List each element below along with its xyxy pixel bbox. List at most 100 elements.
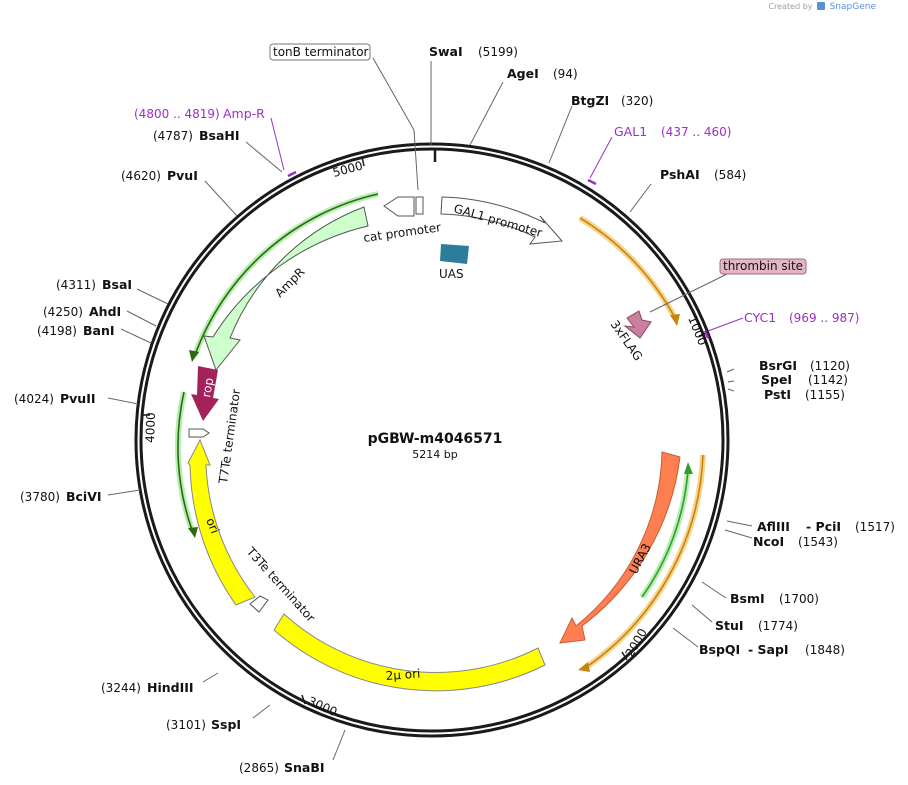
label-ori: ori [203, 516, 222, 536]
orf-arc-ura3-inner-head [684, 462, 693, 474]
feature-gal1-promoter [440, 196, 564, 245]
orf-arc-gal1-head [670, 314, 680, 326]
site-pos-btgzi: (320) [621, 94, 653, 108]
feature-ori [187, 438, 256, 606]
feature-t3te-terminator [249, 595, 269, 613]
site-spei: SpeI (1142) [761, 372, 848, 387]
primer-mark-gal1 [587, 178, 597, 186]
label-tonb-terminator: tonB terminator [273, 45, 369, 59]
label-t3te-terminator: T3Te terminator [243, 544, 318, 625]
primer-range-cyc1: (969 .. 987) [789, 311, 859, 325]
backbone-outer-ring [134, 142, 730, 738]
leader-spei [727, 380, 735, 383]
leader-tonb-2 [413, 129, 419, 191]
site-snabi: (2865) SnaBI [239, 760, 325, 775]
orf-arc-rop [177, 391, 193, 531]
leader-bsahi [245, 141, 283, 173]
leader-btgzi [548, 105, 573, 164]
primer-amp-r: (4800 .. 4819) Amp-R [134, 106, 265, 121]
leader-bsai [136, 288, 169, 305]
site-bspqi: BspQI - SapI (1848) [699, 642, 845, 657]
leader-pvuii [107, 397, 139, 405]
tonb-label-box [269, 43, 371, 61]
leader-primer-gal1 [589, 136, 613, 179]
site-pos-bsahi: (4787) [153, 129, 193, 143]
leader-primer-cyc1 [707, 317, 744, 332]
primer-leader-lines [270, 117, 744, 332]
site-name-swai: SwaI [429, 44, 463, 59]
site-pos-pvuii: (4024) [14, 392, 54, 406]
leader-pvui [204, 180, 238, 217]
site-pvui: (4620) PvuI [121, 168, 198, 183]
site-pos-bsrgi: (1120) [810, 359, 850, 373]
site-ahdi: (4250) AhdI [43, 304, 121, 319]
leader-afliii [726, 520, 753, 527]
site-pos-pshai: (584) [714, 168, 746, 182]
backbone-inner-ring [139, 147, 725, 733]
site-pos-afliii: (1517) [855, 520, 895, 534]
site-name-agei: AgeI [507, 66, 539, 81]
leader-ncoi [724, 529, 753, 539]
credit-brand: SnapGene [829, 2, 876, 12]
site-bani: (4198) BanI [37, 323, 115, 338]
feature-cat-promoter [383, 196, 415, 217]
site-pos-bcivi: (3780) [20, 490, 60, 504]
site-pvuii: (4024) PvuII [14, 391, 96, 406]
orf-arc-ura3-outer-head [578, 662, 590, 672]
site-pos-bsai: (4311) [56, 278, 96, 292]
snapgene-logo-icon [817, 2, 826, 10]
site-pos-ahdi: (4250) [43, 305, 83, 319]
site-name-bsmi: BsmI [730, 591, 765, 606]
site-name-bsahi: BsaHI [199, 128, 240, 143]
site-bsahi: (4787) BsaHI [153, 128, 240, 143]
label-uas: UAS [439, 267, 464, 281]
leader-snabi [332, 729, 346, 761]
site-name-ncoi: NcoI [753, 534, 784, 549]
leader-sspi [252, 704, 271, 719]
site-name-snabi: SnaBI [284, 760, 325, 775]
leader-tonb [372, 57, 415, 131]
feature-rop [191, 366, 219, 421]
site-pos-bani: (4198) [37, 324, 77, 338]
leader-hindiii [202, 672, 219, 683]
label-2micron-ori: 2μ ori [385, 667, 421, 683]
site-pshai: PshAI (584) [660, 167, 746, 182]
site-pos-swai: (5199) [478, 45, 518, 59]
feature-3xflag [623, 310, 652, 339]
site-name-pvui: PvuI [167, 168, 198, 183]
site-sspi: (3101) SspI [166, 717, 241, 732]
site-name-pshai: PshAI [660, 167, 700, 182]
leader-ahdi [126, 310, 157, 327]
site-pos-pvui: (4620) [121, 169, 161, 183]
site-bsrgi: BsrGI (1120) [759, 358, 850, 373]
site-leader-lines [107, 57, 753, 761]
label-t7te-terminator: T7Te terminator [216, 388, 243, 485]
feature-2micron-ori [273, 613, 546, 692]
leader-agei [469, 81, 504, 146]
site-swai: SwaI (5199) [429, 44, 518, 59]
tick-label-4000: 4000 [143, 412, 158, 443]
leader-bcivi [107, 489, 141, 496]
leader-bsmi [701, 581, 727, 599]
site-ncoi: NcoI (1543) [753, 534, 838, 549]
primer-name-cyc1: CYC1 [744, 310, 776, 325]
label-rop: rop [199, 377, 216, 399]
orf-arc-ampr-head [189, 350, 199, 362]
primer-range-gal1: (437 .. 460) [661, 125, 731, 139]
credit-text: Created by [768, 2, 813, 11]
site-pos-bsmi: (1700) [779, 592, 819, 606]
site-hindiii: (3244) HindIII [101, 680, 194, 695]
site-name-pvuii: PvuII [60, 391, 96, 406]
site-name-psti: PstI [764, 387, 791, 402]
site-afliii: AflIII - PciI (1517) [757, 519, 895, 534]
leader-bsrgi [726, 368, 735, 373]
label-ampr: AmpR [272, 265, 307, 300]
site-pos-spei: (1142) [808, 373, 848, 387]
label-ura3: URA3 [626, 541, 654, 576]
primer-cyc1: CYC1 (969 .. 987) [744, 310, 859, 325]
leader-psti [727, 388, 735, 392]
site-pos-hindiii: (3244) [101, 681, 141, 695]
site-name-bani: BanI [83, 323, 115, 338]
leader-bspqi [672, 627, 699, 648]
